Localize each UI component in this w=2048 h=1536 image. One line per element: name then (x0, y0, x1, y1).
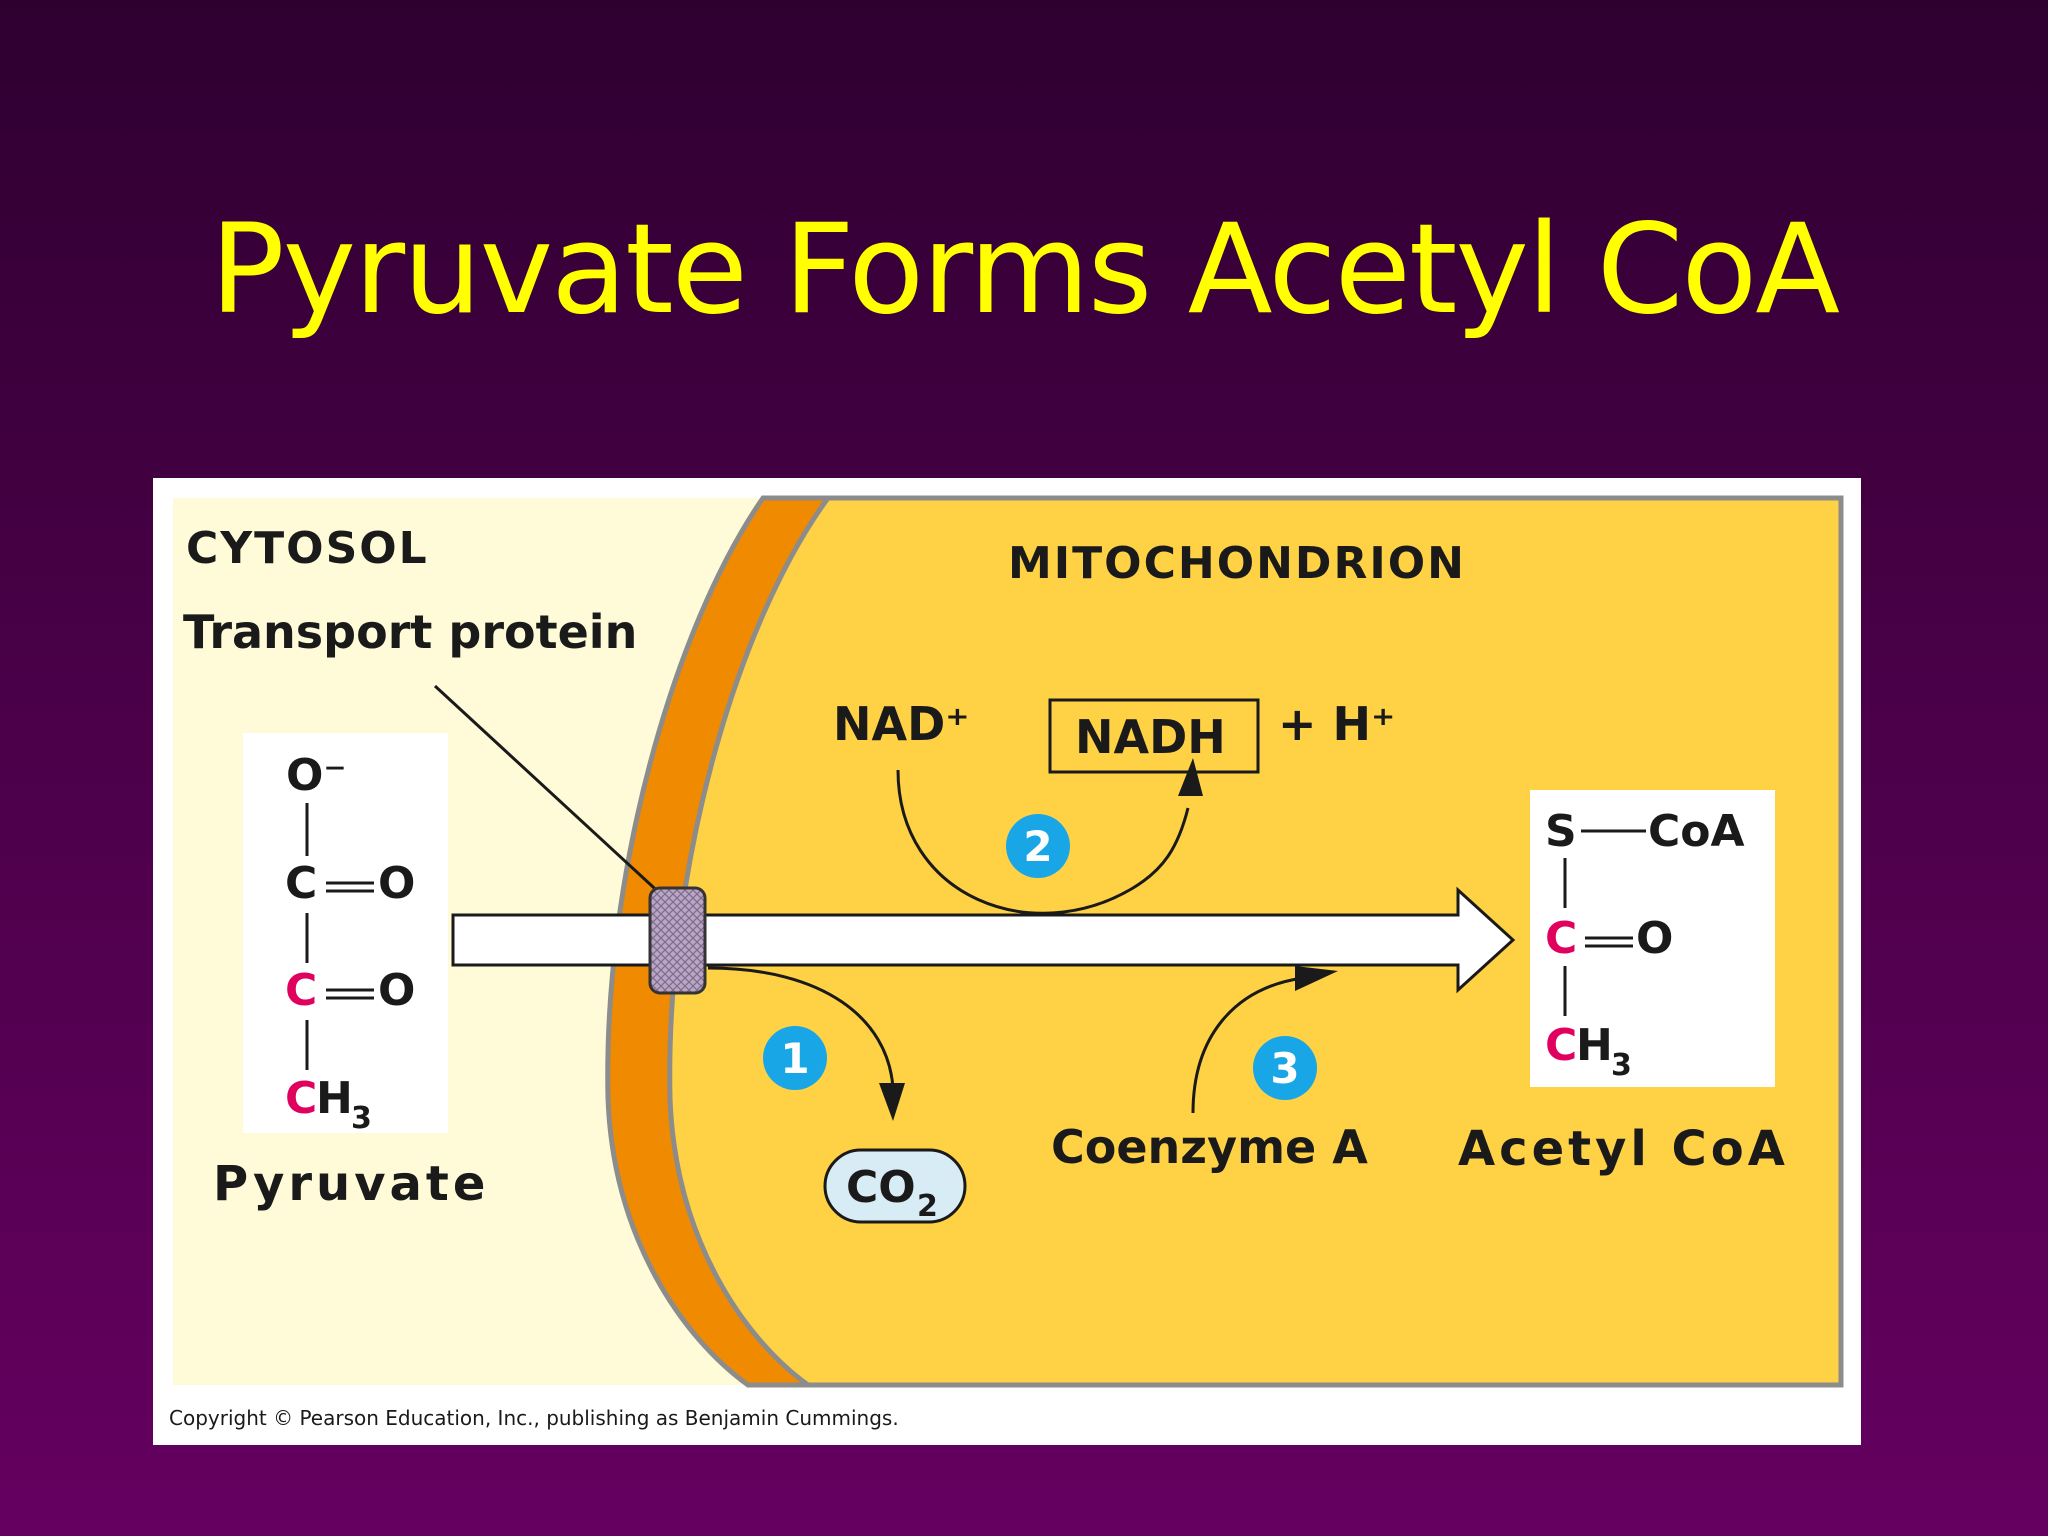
svg-text:C: C (285, 858, 317, 909)
svg-text:C: C (285, 965, 317, 1016)
co2-subscript: 2 (917, 1189, 938, 1224)
svg-text:H: H (316, 1073, 353, 1124)
svg-text:3: 3 (1611, 1048, 1632, 1083)
decarboxylation-arrowhead (879, 1083, 905, 1121)
transport-protein-label: Transport protein (183, 605, 637, 659)
h-plus-label: + H⁺ (1278, 697, 1395, 751)
svg-text:O: O (1636, 913, 1673, 964)
nadh-label: NADH (1075, 710, 1226, 764)
step-3-circle (1253, 1036, 1317, 1100)
coenzyme-a-label: Coenzyme A (1051, 1120, 1368, 1174)
step-1-number: 1 (780, 1034, 809, 1083)
acetyl-coa-structure: S CoA C O C H 3 (1530, 790, 1775, 1087)
step-2-number: 2 (1023, 822, 1052, 871)
svg-text:C: C (1545, 913, 1577, 964)
nad-reduction-arrow (896, 769, 1190, 915)
acetyl-coa-label: Acetyl CoA (1458, 1121, 1789, 1177)
co2-bubble (823, 1148, 967, 1224)
main-flow-arrow (451, 886, 1516, 994)
figure-frame: CYTOSOL MITOCHONDRION Transport protein … (153, 478, 1861, 1445)
step-2-circle (1006, 814, 1070, 878)
coenzyme-a-arrow (1191, 976, 1304, 1114)
nad-plus-label: NAD⁺ (833, 697, 970, 751)
svg-text:C: C (1545, 1020, 1577, 1071)
step-1-circle (763, 1026, 827, 1090)
svg-text:O: O (378, 965, 415, 1016)
svg-text:O⁻: O⁻ (286, 750, 347, 801)
pyruvate-oxidation-diagram: CYTOSOL MITOCHONDRION Transport protein … (169, 495, 1844, 1430)
svg-text:H: H (1576, 1020, 1613, 1071)
svg-text:3: 3 (351, 1101, 372, 1136)
decarboxylation-arrow (707, 966, 895, 1089)
co2-label: CO (846, 1162, 916, 1213)
svg-text:C: C (285, 1073, 317, 1124)
svg-text:S: S (1545, 806, 1577, 857)
nadh-box (1048, 698, 1260, 774)
step-3-number: 3 (1270, 1044, 1299, 1093)
mitochondrion-label: MITOCHONDRION (1008, 538, 1466, 589)
pyruvate-label: Pyruvate (213, 1156, 489, 1212)
coenzyme-a-arrowhead (1295, 966, 1338, 991)
slide-title: Pyruvate Forms Acetyl CoA (209, 198, 1840, 342)
nad-reduction-arrowhead (1178, 758, 1203, 796)
svg-text:CoA: CoA (1648, 806, 1745, 857)
cytosol-label: CYTOSOL (186, 523, 429, 574)
copyright-notice: Copyright © Pearson Education, Inc., pub… (169, 1406, 899, 1430)
transport-protein-pointer (433, 684, 667, 900)
pyruvate-structure: O⁻ C O C O C H 3 (243, 733, 448, 1136)
transport-protein (648, 886, 707, 995)
svg-text:O: O (378, 858, 415, 909)
